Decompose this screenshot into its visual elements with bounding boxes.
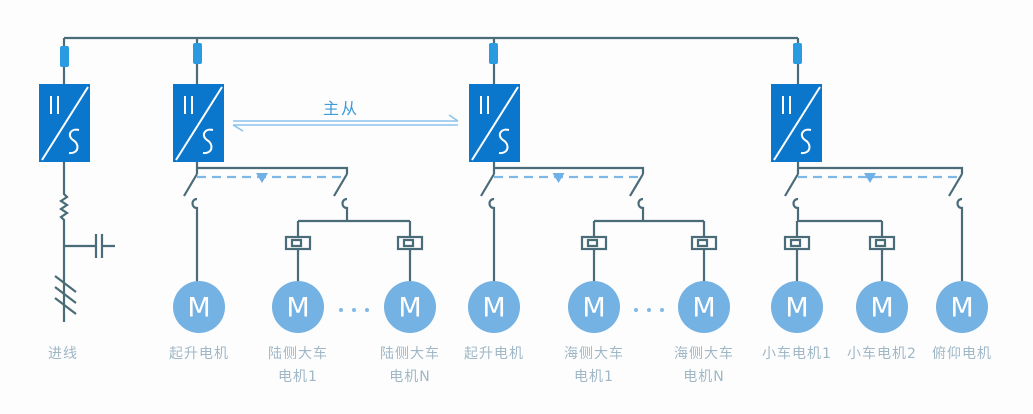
motor-label-line2: 电机1: [278, 369, 318, 385]
ellipsis-dot: [660, 308, 664, 312]
motor-symbol: M: [785, 293, 808, 324]
motor-icon: [468, 281, 520, 333]
motor-symbol: M: [582, 293, 605, 324]
contactor-icon: [396, 235, 424, 251]
motor: M 小车电机2: [847, 281, 917, 362]
inverter-incoming: [39, 84, 90, 162]
ellipsis-dot: [352, 308, 356, 312]
motor: M 小车电机1: [762, 281, 832, 362]
ellipsis-dot: [634, 308, 638, 312]
interlock-arrow-icon: [256, 173, 268, 183]
interlock-arrow-icon: [864, 173, 876, 183]
contactor-icon: [580, 235, 608, 251]
groups-wiring: [183, 162, 964, 284]
motor: M 起升电机: [169, 281, 229, 362]
contactor-icon: [783, 235, 811, 251]
fuse-group-2: [489, 43, 498, 64]
motor-icon: [936, 281, 988, 333]
interlock-arrow-icon: [552, 173, 565, 183]
capacitor-icon: [64, 234, 115, 258]
inverter-group-2: [469, 84, 520, 162]
motor-label-line2: 电机N: [389, 369, 430, 385]
master-slave-link: 主从: [232, 99, 459, 132]
motor-icon: [384, 281, 436, 333]
motor-label: 海侧大车: [674, 345, 734, 362]
label-incoming: 进线: [48, 346, 78, 362]
motor-symbol: M: [286, 293, 309, 324]
dc-bus: [62, 36, 800, 90]
motor-icon: [771, 281, 823, 333]
motor-icon: [173, 281, 225, 333]
motor-label-line2: 电机N: [683, 369, 724, 385]
motor-symbol: M: [950, 293, 973, 324]
motor-label: 起升电机: [169, 346, 229, 362]
motor-symbol: M: [187, 293, 210, 324]
motor-label: 俯仰电机: [932, 346, 992, 362]
motor-icon: [678, 281, 730, 333]
master-slave-label: 主从: [323, 99, 359, 118]
fuse-group-1: [193, 43, 202, 64]
cable-marker-icon: [54, 275, 77, 315]
motor: M 俯仰电机: [932, 281, 992, 362]
fuse-incoming: [60, 46, 69, 67]
motor-label: 陆侧大车: [380, 345, 440, 362]
ellipsis-dot: [647, 308, 651, 312]
motor-label-line2: 电机1: [574, 369, 614, 385]
group-3-wiring: [783, 162, 964, 284]
motor-symbol: M: [398, 293, 421, 324]
master-slave-arrow-icon: [232, 114, 459, 132]
motor-symbol: M: [482, 293, 505, 324]
incoming-feeder: [54, 162, 115, 322]
motor-icon: [856, 281, 908, 333]
fuse-group-3: [793, 43, 802, 64]
motor-icon: [568, 281, 620, 333]
group-1-wiring: [183, 162, 424, 284]
ellipsis-dot: [339, 308, 343, 312]
motor-label: 起升电机: [464, 346, 524, 362]
ellipsis-dot: [365, 308, 369, 312]
motor-symbol: M: [870, 293, 893, 324]
contactor-icon: [868, 235, 896, 251]
motor-label: 海侧大车: [564, 345, 624, 362]
group-2-wiring: [480, 162, 718, 284]
motor-icon: [272, 281, 324, 333]
contactor-icon: [284, 235, 312, 251]
inverter-group-1: [173, 84, 224, 162]
motor-label: 陆侧大车: [268, 345, 328, 362]
motor: M 起升电机: [464, 281, 524, 362]
inverter-group-3: [771, 84, 822, 162]
contactor-icon: [690, 235, 718, 251]
motor-symbol: M: [692, 293, 715, 324]
motor-label: 小车电机2: [847, 345, 917, 362]
motor-label: 小车电机1: [762, 345, 832, 362]
